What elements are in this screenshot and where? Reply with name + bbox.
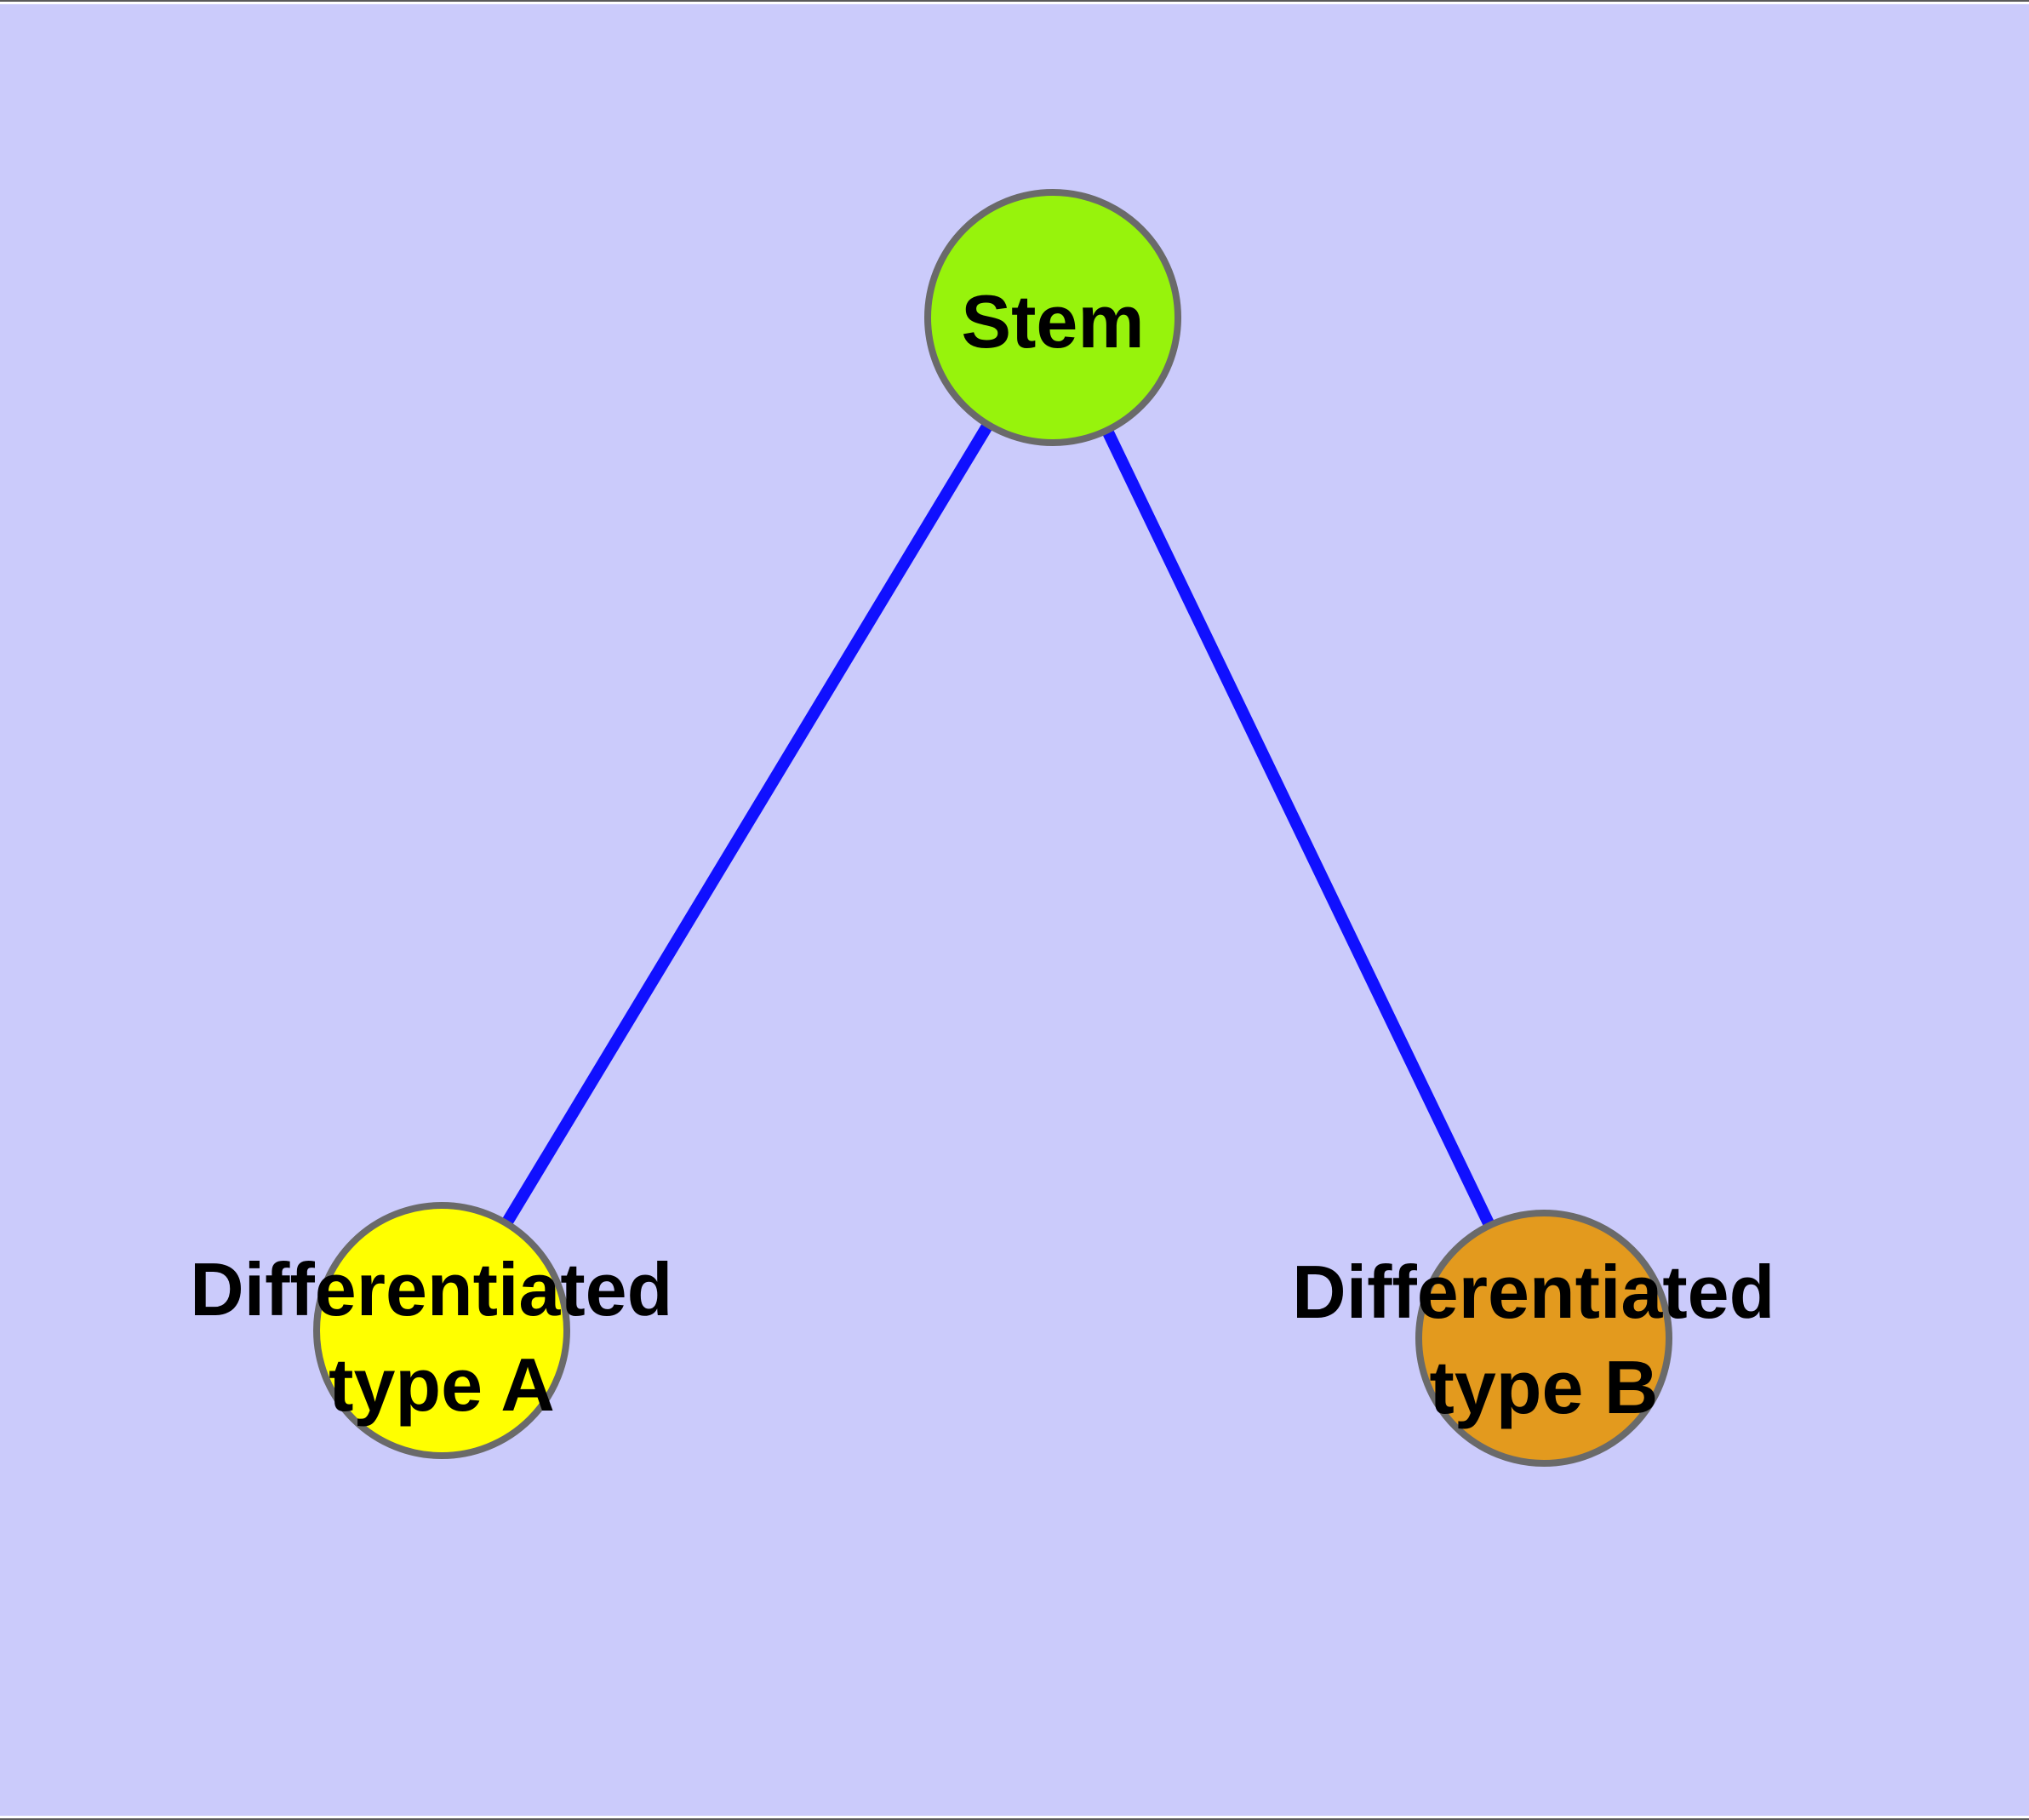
- node-type-b-circle: [1415, 1210, 1672, 1467]
- edge-stem-to-type-a: [437, 314, 1058, 1334]
- node-type-a-circle: [313, 1202, 570, 1459]
- node-type-a-label: Differentiated type A: [190, 1247, 694, 1427]
- node-type-a-label-line1: Differentiated: [190, 1247, 672, 1331]
- node-type-b-label-line2: type B: [1430, 1345, 1659, 1429]
- node-type-b-label-line1: Differentiated: [1292, 1250, 1775, 1334]
- node-stem-circle: [924, 189, 1181, 446]
- node-type-b-label: Differentiated type B: [1292, 1250, 1796, 1429]
- edge-stem-to-type-b: [1047, 314, 1550, 1342]
- node-type-a-label-line2: type A: [329, 1342, 555, 1427]
- frame-top-edge-line: [0, 0, 2029, 2]
- node-stem-label: Stem: [961, 279, 1144, 363]
- frame-bottom-edge-line: [0, 1818, 2029, 1820]
